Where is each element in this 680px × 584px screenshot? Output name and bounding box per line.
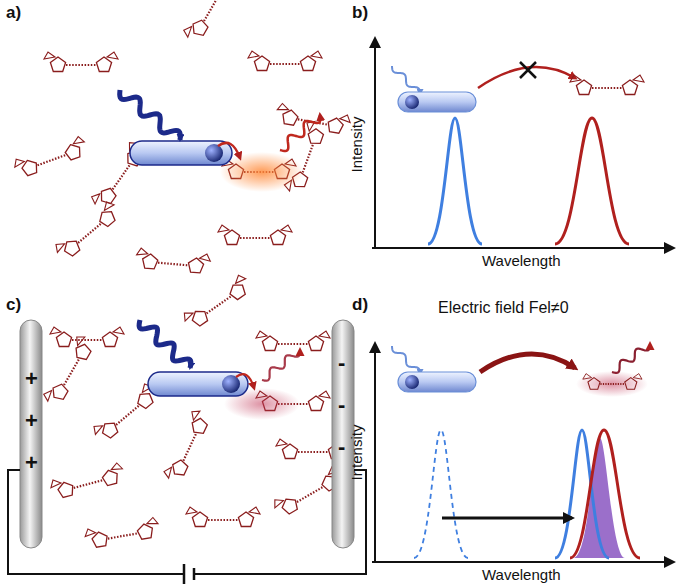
photon-arrow [280,115,320,151]
photon-arrow [612,344,650,373]
molecule [50,327,124,347]
photon-arrow [392,346,420,374]
molecule [12,135,88,179]
molecule [275,103,351,135]
axis-label: Wavelength [482,253,561,268]
molecule [84,517,160,549]
field-label: Electric field Fel≠0 [438,300,569,316]
molecule [42,334,96,408]
panel-letter: d) [352,296,368,313]
axis-label: Wavelength [482,567,561,582]
axis-label: Intensity [350,116,365,172]
molecule [181,273,253,331]
panel-letter: b) [352,4,368,21]
molecule [186,507,260,527]
panel-letter: a) [6,4,21,21]
molecule [49,462,126,500]
molecule [44,52,118,72]
axis-label: Intensity [350,424,365,480]
molecule [135,248,210,274]
molecule [162,408,211,483]
molecule [53,199,122,262]
molecule [256,331,330,351]
polarity-sign: - [338,352,345,374]
polarity-sign: + [25,368,38,390]
polarity-sign: - [338,394,345,416]
molecule [218,225,292,245]
photon-arrow [120,90,181,140]
molecule [248,51,322,71]
panel-letter: c) [6,296,21,313]
photon-arrow [262,350,300,381]
photon-arrow [139,320,191,368]
molecule [182,0,236,43]
polarity-sign: + [25,452,38,474]
polarity-sign: + [25,410,38,432]
polarity-sign: - [338,436,345,458]
photon-arrow [392,66,420,94]
